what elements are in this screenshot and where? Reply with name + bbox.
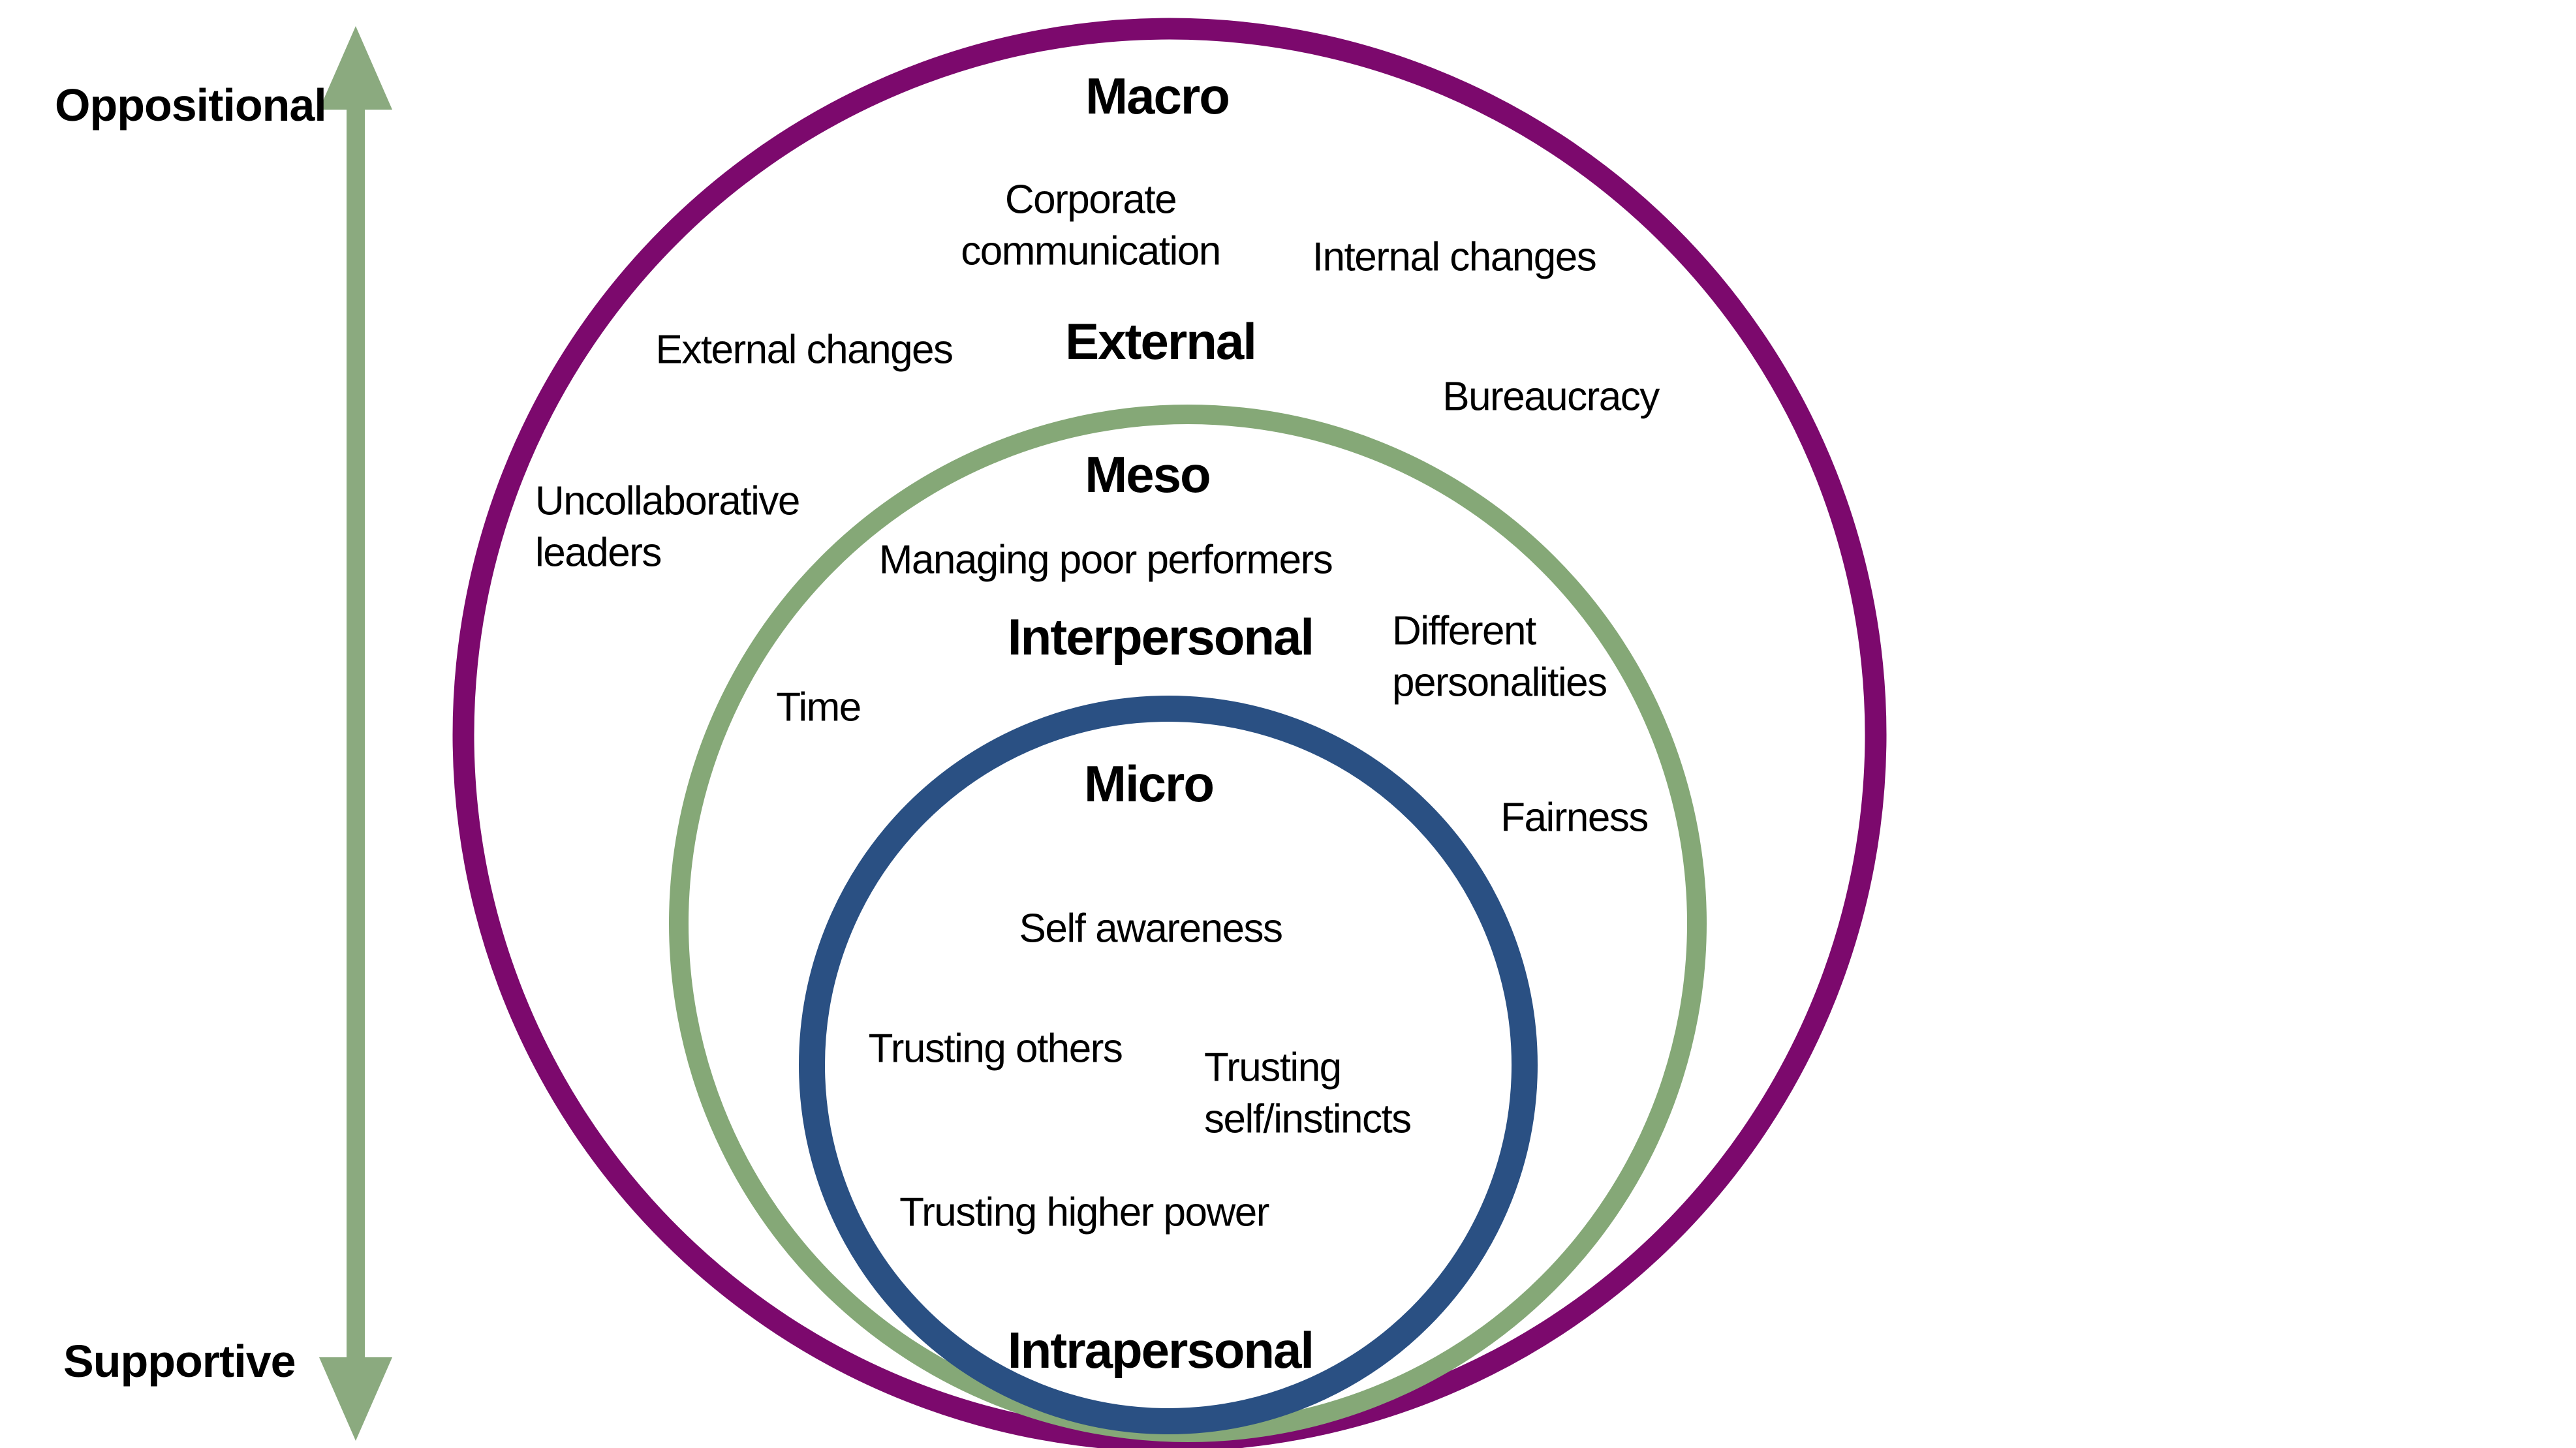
item-trusting-self-instincts: Trusting self/instincts [1204,1045,1412,1142]
item-managing-poor-performers: Managing poor performers [878,537,1333,583]
ring-title-meso: Meso [1085,446,1211,504]
arrow-up-head-icon [319,26,392,110]
item-self-awareness: Self awareness [1019,906,1283,951]
oppositional-supportive-arrow [319,26,392,1441]
item-trusting-higher-power: Trusting higher power [899,1190,1269,1235]
ring-title-macro: Macro [1085,67,1230,125]
item-trusting-others: Trusting others [868,1026,1123,1071]
item-uncollaborative-leaders: Uncollaborative leaders [535,478,800,576]
micro-circle [799,696,1538,1434]
item-different-personalities: Different personalities [1392,608,1607,705]
item-fairness: Fairness [1500,795,1649,840]
axis-label-oppositional: Oppositional [55,80,327,131]
item-corporate-communication: Corporate communication [961,177,1221,274]
item-time: Time [776,685,861,730]
item-external-changes: External changes [655,327,954,373]
item-internal-changes: Internal changes [1312,234,1597,280]
axis-label-supportive: Supportive [63,1336,296,1387]
ring-title-micro: Micro [1083,755,1215,813]
arrow-shaft [347,103,365,1361]
ring-scope-intrapersonal: Intrapersonal [1007,1321,1314,1379]
item-bureaucracy: Bureaucracy [1442,374,1660,420]
ring-scope-interpersonal: Interpersonal [1007,608,1314,666]
arrow-down-head-icon [319,1357,392,1441]
ring-scope-external: External [1065,313,1257,371]
